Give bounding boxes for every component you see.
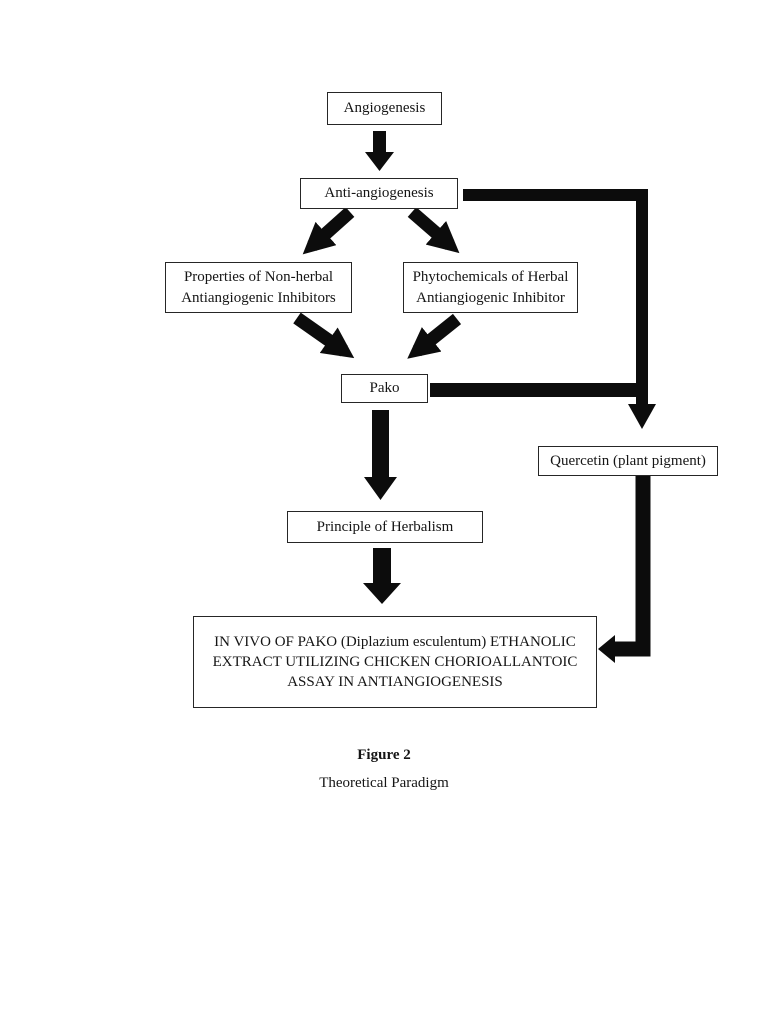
node-in-vivo-study-line3: ASSAY IN ANTIANGIOGENESIS [287, 674, 503, 690]
arrow-antiangio-to-herbal [407, 207, 460, 254]
arrowhead-to-invivo [598, 635, 615, 663]
node-principle-of-herbalism: Principle of Herbalism [287, 511, 483, 543]
node-properties-non-herbal-line2: Antiangiogenic Inhibitors [181, 289, 336, 306]
arrow-antiangio-to-nonherbal [302, 207, 355, 255]
node-principle-of-herbalism-label: Principle of Herbalism [316, 518, 454, 535]
node-pako: Pako [341, 374, 428, 403]
node-in-vivo-study: IN VIVO OF PAKO (Diplazium esculentum) E… [193, 616, 597, 708]
arrow-principle-to-invivo [363, 548, 401, 604]
node-angiogenesis-label: Angiogenesis [343, 100, 426, 116]
node-quercetin-label: Quercetin (plant pigment) [550, 452, 706, 469]
arrow-herbal-to-pako [407, 313, 462, 359]
node-in-vivo-study-line2: EXTRACT UTILIZING CHICKEN CHORIOALLANTOI… [212, 654, 578, 670]
connector-quercetin-to-invivo [614, 473, 651, 657]
figure-caption: Theoretical Paradigm [319, 775, 449, 791]
node-properties-non-herbal-line1: Properties of Non-herbal [183, 268, 334, 285]
node-angiogenesis: Angiogenesis [327, 92, 442, 125]
node-properties-non-herbal: Properties of Non-herbal Antiangiogenic … [165, 262, 352, 313]
arrow-angiogenesis-to-antiangiogenesis [365, 131, 394, 171]
node-anti-angiogenesis-label: Anti-angiogenesis [324, 185, 434, 201]
node-in-vivo-study-line1: IN VIVO OF PAKO (Diplazium esculentum) E… [214, 634, 576, 650]
node-phytochemicals-herbal-line1: Phytochemicals of Herbal [412, 268, 569, 285]
node-anti-angiogenesis: Anti-angiogenesis [300, 178, 458, 209]
connector-antiangio-to-quercetin [463, 189, 648, 405]
arrow-nonherbal-to-pako [293, 312, 355, 359]
node-quercetin: Quercetin (plant pigment) [538, 446, 718, 476]
node-phytochemicals-herbal: Phytochemicals of Herbal Antiangiogenic … [403, 262, 578, 313]
arrowhead-to-quercetin [628, 404, 656, 429]
node-pako-label: Pako [369, 380, 400, 396]
figure-label: Figure 2 [357, 747, 411, 763]
node-phytochemicals-herbal-line2: Antiangiogenic Inhibitor [416, 289, 565, 306]
arrow-pako-to-principle [364, 410, 397, 500]
